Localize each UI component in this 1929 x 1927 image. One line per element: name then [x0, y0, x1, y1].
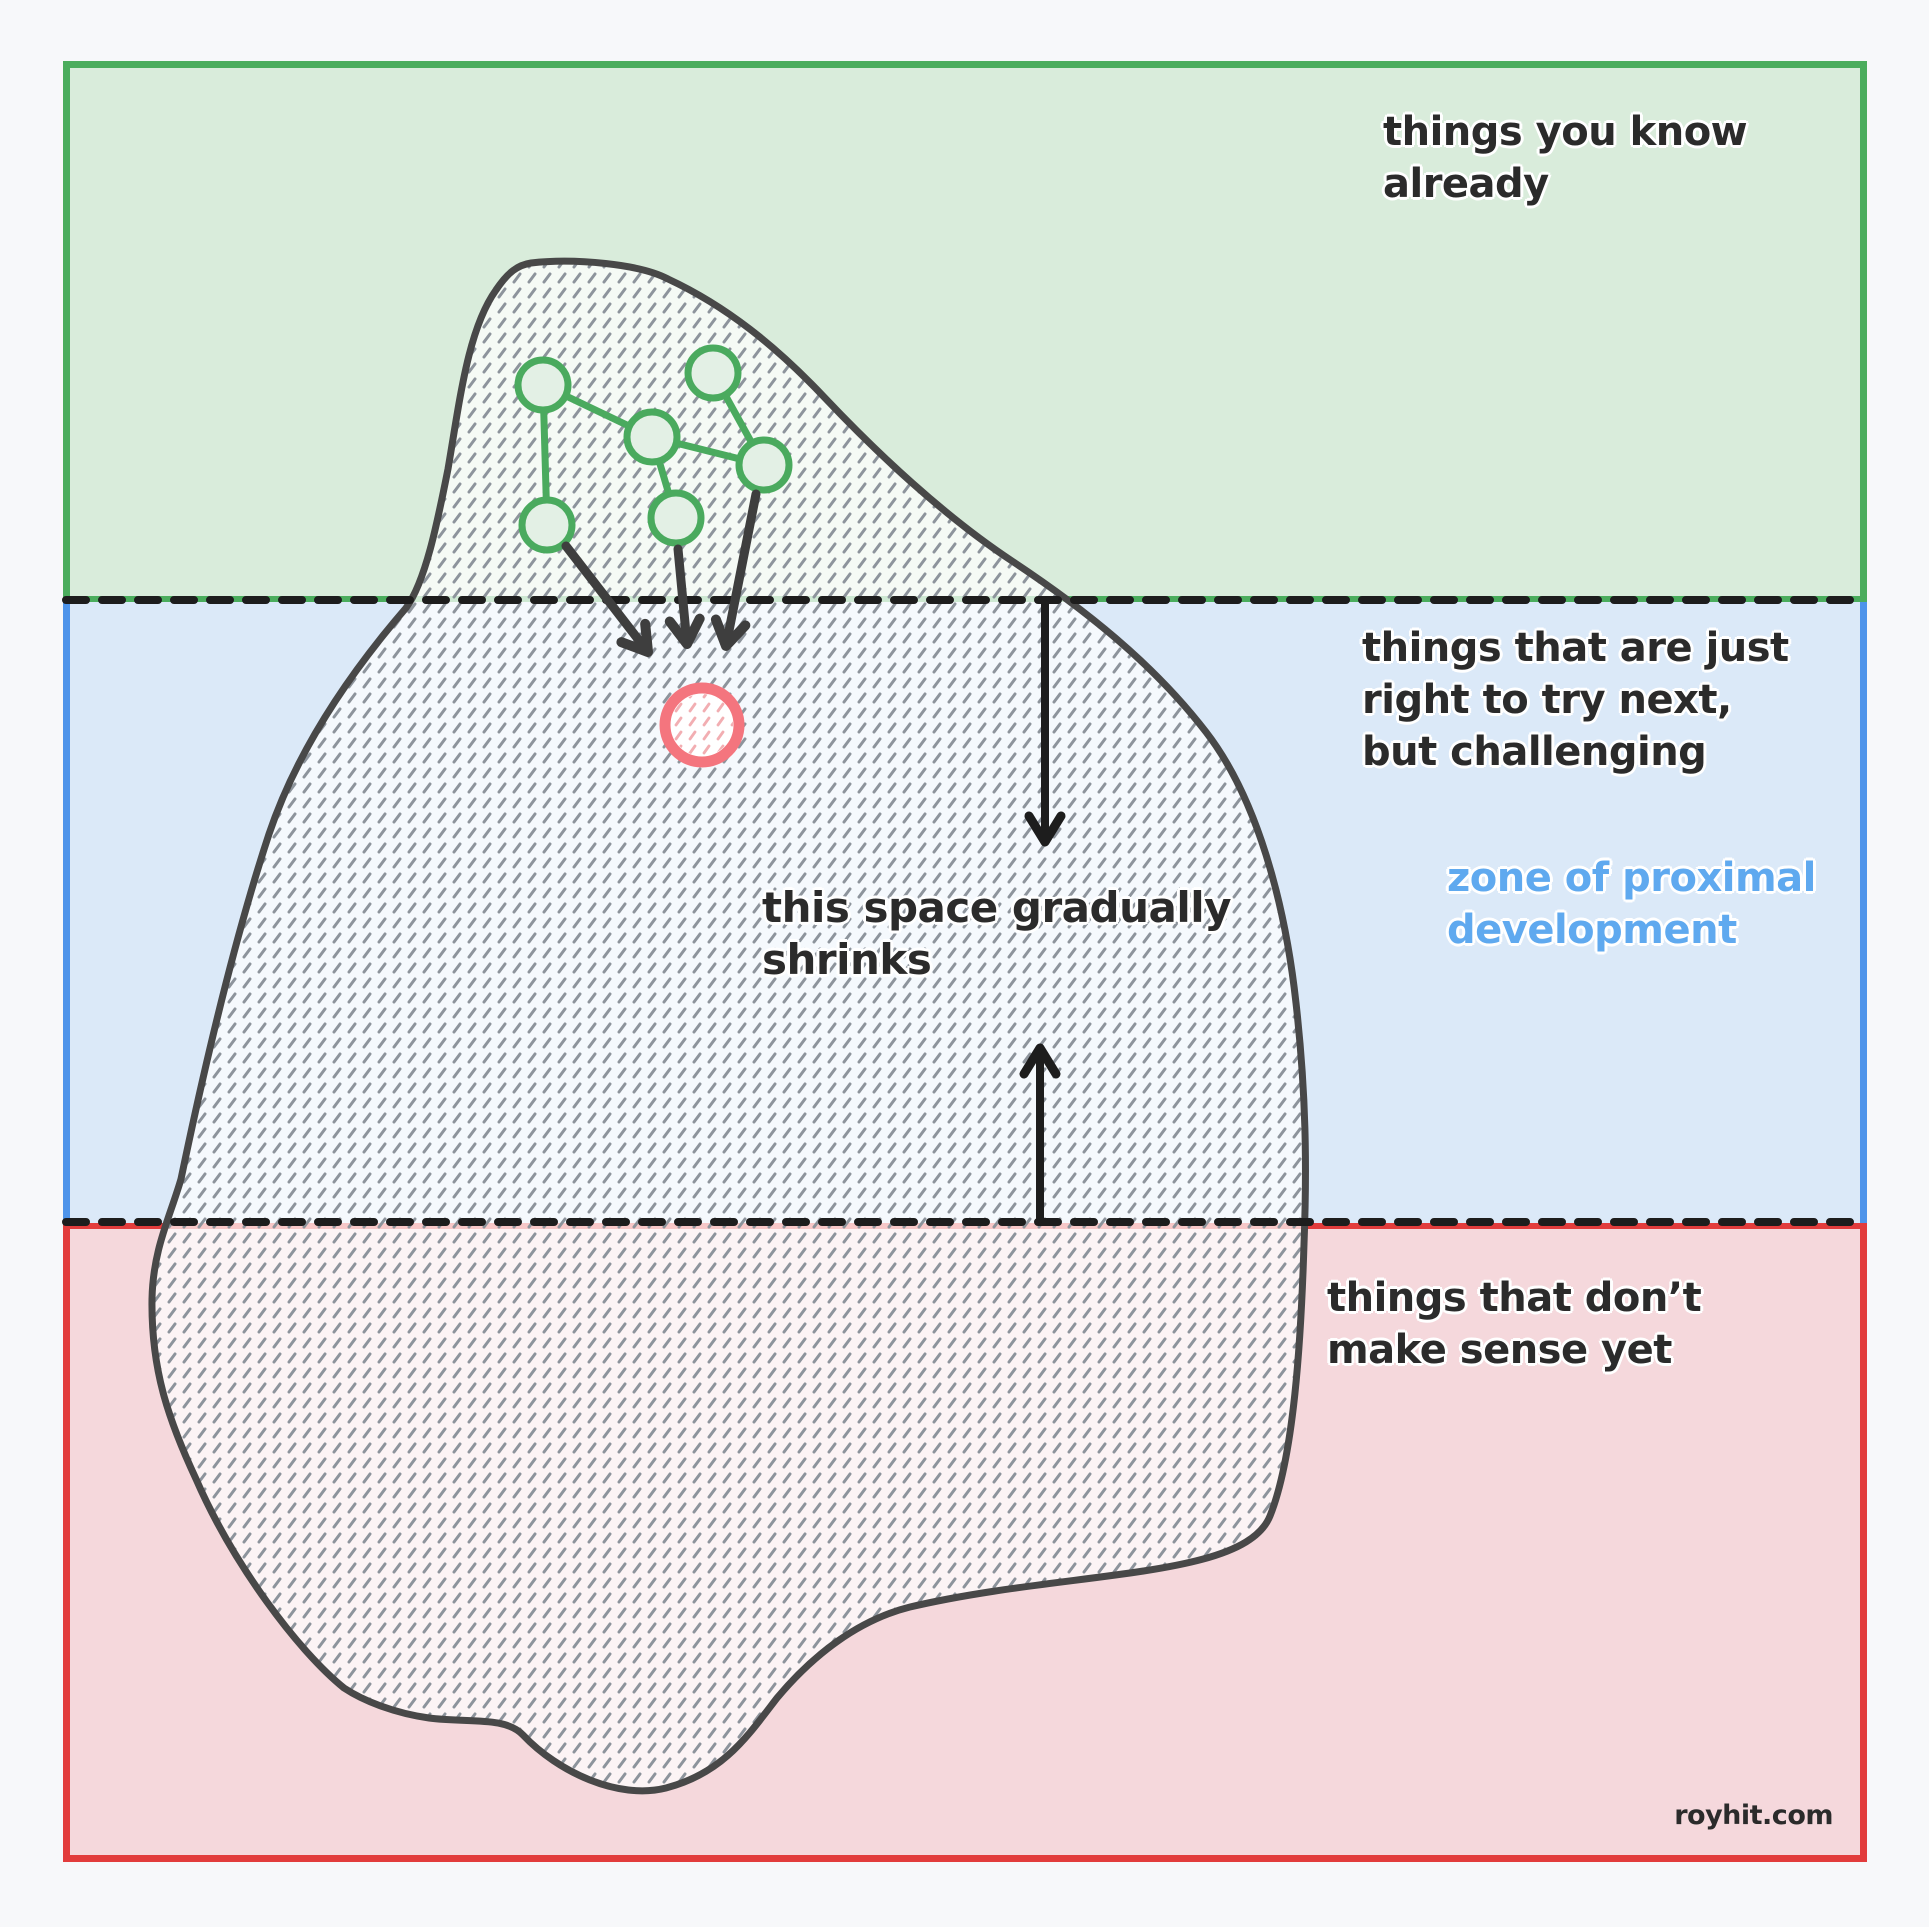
label-things-you-know: things you know already	[1383, 109, 1748, 207]
label-space-shrinks: this space gradually shrinks	[762, 883, 1232, 984]
label-things-unknown: things that don’t make sense yet	[1327, 1275, 1702, 1373]
watermark: royhit.com	[1674, 1800, 1833, 1831]
label-zone-of-proximal-development: zone of proximal development	[1447, 855, 1816, 953]
label-zpd-description: things that are just right to try next, …	[1362, 625, 1789, 775]
